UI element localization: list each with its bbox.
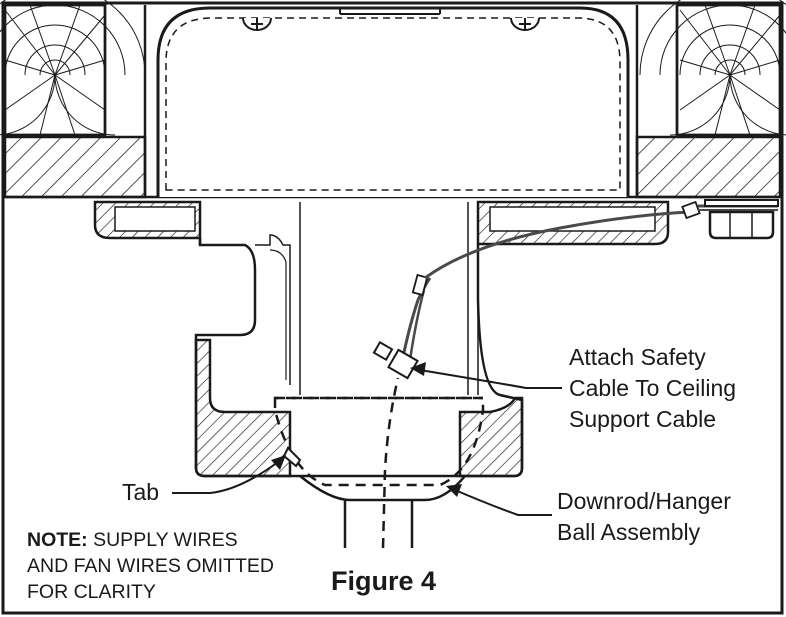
note-heading: NOTE: <box>27 529 88 551</box>
tab-part <box>282 446 302 468</box>
note-line-2: AND FAN WIRES OMITTED <box>27 555 275 577</box>
downrod-line-2: Ball Assembly <box>557 519 701 545</box>
right-joist <box>639 0 786 137</box>
tab-label: Tab <box>122 479 160 505</box>
left-joist <box>0 0 146 137</box>
leader-lines <box>172 362 562 516</box>
hex-nut <box>708 210 775 240</box>
attach-arrowhead <box>410 362 426 376</box>
canopy <box>194 202 524 478</box>
attach-line-1: Attach Safety <box>569 344 706 370</box>
figure-caption: Figure 4 <box>331 566 437 596</box>
outlet-box <box>156 6 630 197</box>
downrod-leader <box>454 489 552 516</box>
attach-leader <box>419 369 562 389</box>
tab-leader <box>172 461 279 494</box>
ceiling-support-cable <box>681 199 779 240</box>
box-screw-right <box>510 17 540 31</box>
ceiling-board-left <box>3 135 147 199</box>
attach-line-2: Cable To Ceiling <box>569 375 737 401</box>
safety-cable <box>398 210 691 373</box>
safety-cable-hidden <box>381 377 400 549</box>
box-screw-left <box>242 17 272 31</box>
downrod-arrowhead <box>446 484 462 497</box>
downrod-hanger-label: Downrod/Hanger Ball Assembly <box>557 486 731 548</box>
attach-line-3: Support Cable <box>569 406 717 432</box>
note-line-1: SUPPLY WIRES <box>93 529 238 551</box>
downrod <box>343 500 414 548</box>
attach-safety-cable-label: Attach Safety Cable To Ceiling Support C… <box>569 342 736 435</box>
downrod-line-1: Downrod/Hanger <box>557 488 731 514</box>
hanger-ball <box>273 396 485 502</box>
note-line-3: FOR CLARITY <box>27 581 156 603</box>
cable-clamp <box>372 340 419 380</box>
note-block: NOTE: SUPPLY WIRES AND FAN WIRES OMITTED… <box>27 527 274 605</box>
tab-arrowhead <box>271 455 286 470</box>
ceiling-board-right <box>635 135 782 199</box>
